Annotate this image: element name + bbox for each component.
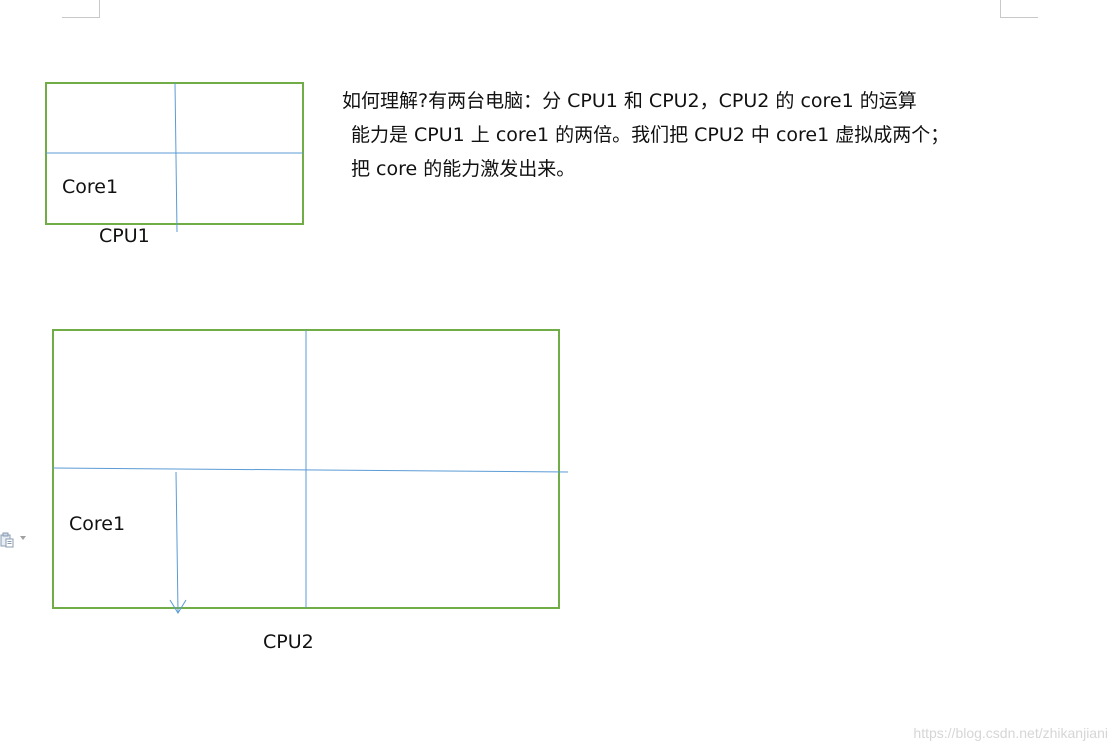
cpu2-core1-label: Core1 bbox=[69, 513, 126, 535]
margin-mark-top-left bbox=[62, 0, 100, 18]
explanation-line-3: 把 core 的能力激发出来。 bbox=[351, 158, 576, 180]
watermark: https://blog.csdn.net/zhikanjiani bbox=[913, 725, 1108, 741]
paste-options-icon[interactable] bbox=[0, 532, 14, 548]
cpu2-core-split-arrow-line bbox=[175, 471, 179, 613]
page-margin-marks bbox=[62, 0, 1038, 18]
cpu2-box bbox=[52, 329, 569, 614]
margin-mark-top-right bbox=[1000, 0, 1038, 18]
explanation-line-2: 能力是 CPU1 上 core1 的两倍。我们把 CPU2 中 core1 虚拟… bbox=[351, 124, 950, 146]
cpu1-vertical-divider bbox=[174, 82, 178, 233]
cpu2-caption: CPU2 bbox=[263, 631, 314, 653]
paste-options-dropdown-icon[interactable] bbox=[20, 536, 26, 540]
cpu2-core-split-arrowhead bbox=[169, 599, 187, 614]
cpu2-horizontal-divider bbox=[52, 467, 569, 473]
cpu1-box bbox=[45, 82, 304, 233]
explanation-line-1: 如何理解?有两台电脑：分 CPU1 和 CPU2，CPU2 的 core1 的运… bbox=[342, 90, 917, 112]
cpu1-core1-label: Core1 bbox=[62, 176, 119, 198]
cpu1-caption: CPU1 bbox=[99, 225, 150, 247]
